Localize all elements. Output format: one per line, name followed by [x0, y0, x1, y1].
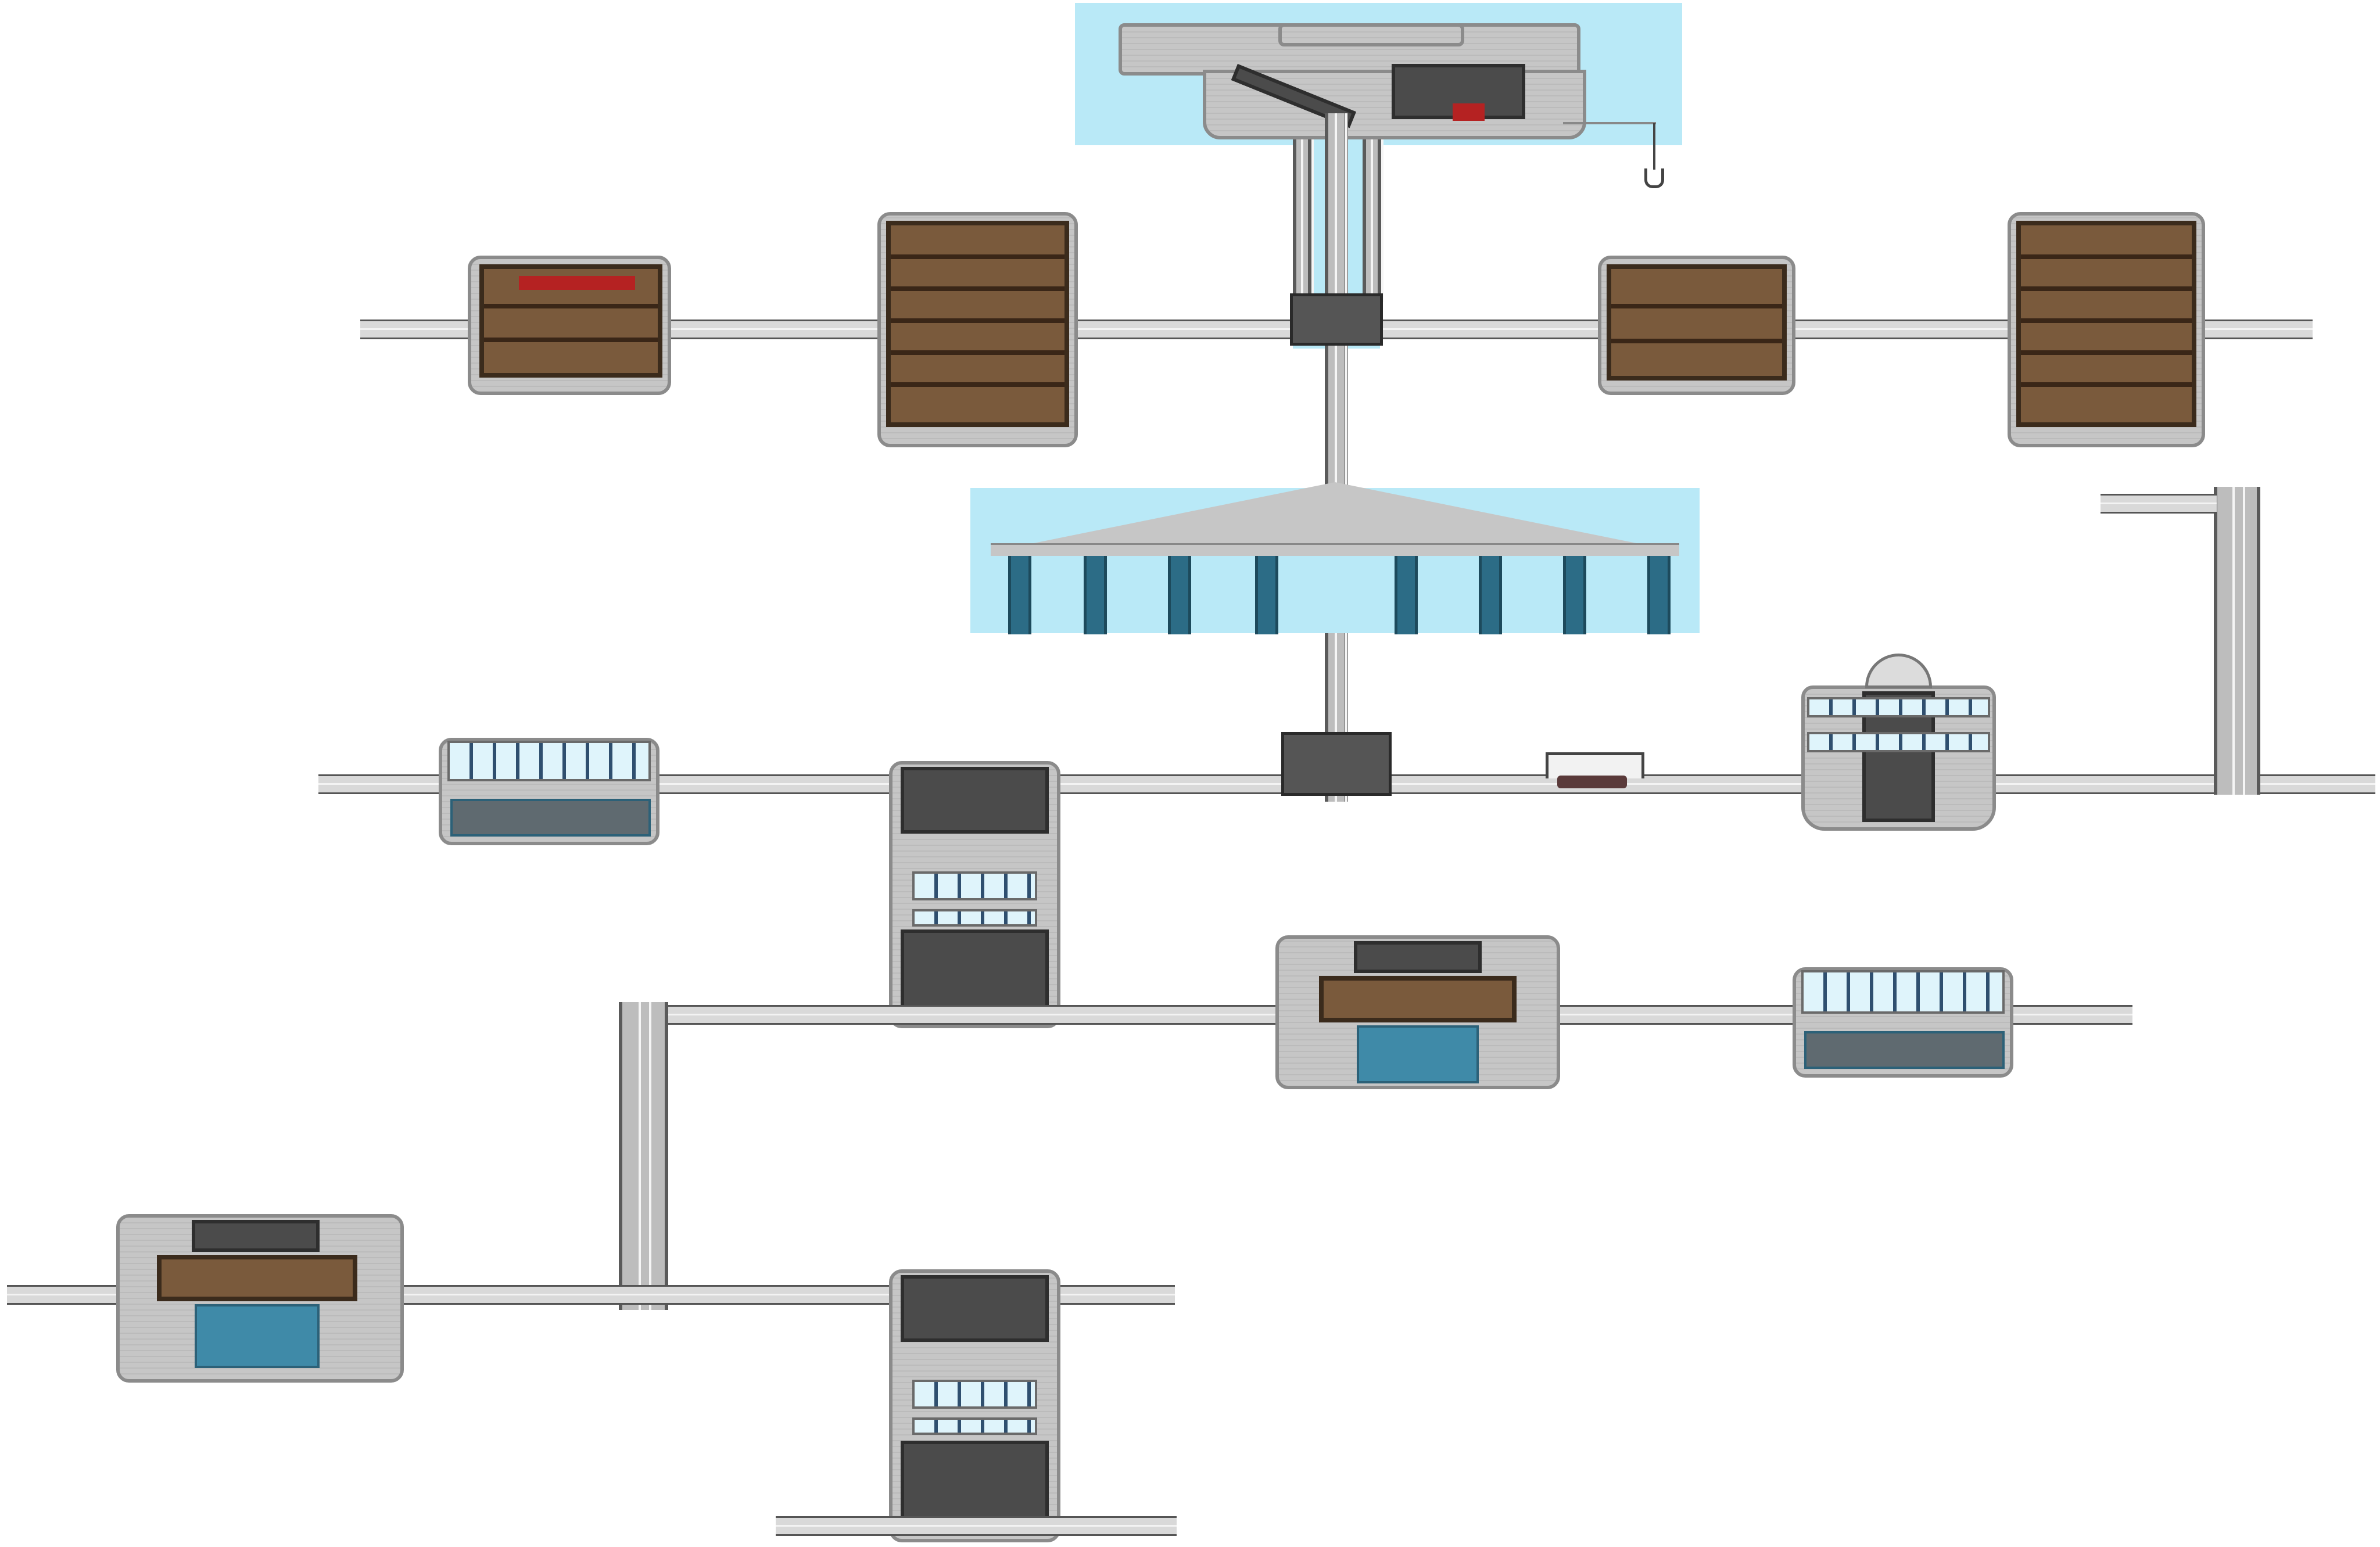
east-shaft-top-spur: [2101, 494, 2217, 514]
pavilion-pillar-4: [1255, 556, 1278, 634]
theater-interior: [479, 264, 662, 378]
library-interior: [1607, 264, 1787, 381]
glass-dome-east-room: [1804, 1031, 2005, 1069]
minecart-depot: [1546, 752, 1644, 778]
glass-dome-west-room: [450, 799, 651, 837]
sky-tower-red-block: [1453, 103, 1485, 121]
tower-block-south-window-2: [912, 1417, 1037, 1435]
pool-hall-west-roof: [192, 1220, 320, 1252]
pavilion-pillar-3: [1168, 556, 1191, 634]
sky-tower-cable: [1563, 122, 1656, 124]
tunnel-bottom-spur: [776, 1516, 1177, 1536]
pavilion-pillar-5: [1395, 556, 1418, 634]
pavilion-beam: [991, 543, 1679, 556]
glass-dome-west-roof: [447, 741, 651, 781]
shaft-left-upper: [1293, 139, 1311, 302]
hook-icon: [1644, 168, 1664, 188]
east-vertical-shaft[interactable]: [2214, 487, 2260, 795]
observatory-dome: [1865, 654, 1932, 688]
tower-block-center-north-top: [901, 767, 1049, 834]
sky-tower-top: [1278, 23, 1464, 46]
pavilion-pillar-7: [1563, 556, 1586, 634]
sky-tower-crane-line: [1653, 123, 1655, 170]
elevator-station-row-1[interactable]: [1290, 293, 1383, 346]
pavilion-pillar-8: [1647, 556, 1671, 634]
pool-hall-west-pool: [195, 1304, 320, 1368]
pool-hall-west-hall: [157, 1255, 357, 1301]
pavilion-pillar-2: [1084, 556, 1107, 634]
elevator-station-row-2[interactable]: [1281, 732, 1392, 796]
pavilion-pillar-1: [1008, 556, 1031, 634]
pool-hall-center-roof: [1354, 941, 1482, 973]
tower-block-center-north-window-1: [912, 871, 1037, 900]
shaft-right-upper: [1363, 139, 1381, 302]
west-vertical-shaft[interactable]: [619, 1002, 668, 1310]
tower-block-south-top: [901, 1275, 1049, 1342]
pool-hall-center-pool: [1357, 1025, 1479, 1083]
apartment-block-west-interior: [886, 221, 1069, 427]
apartment-block-east-interior: [2016, 221, 2196, 427]
minecart-icon: [1557, 776, 1627, 788]
theater-curtain: [519, 276, 635, 290]
tower-block-south-window-1: [912, 1380, 1037, 1409]
glass-dome-east-roof: [1801, 970, 2005, 1014]
pool-hall-center-hall: [1319, 976, 1517, 1022]
observatory-window-2: [1807, 732, 1990, 752]
main-elevator-shaft[interactable]: [1325, 113, 1348, 802]
tower-block-center-north-window-2: [912, 909, 1037, 927]
observatory-window-1: [1807, 697, 1990, 717]
pavilion-pillar-6: [1479, 556, 1502, 634]
